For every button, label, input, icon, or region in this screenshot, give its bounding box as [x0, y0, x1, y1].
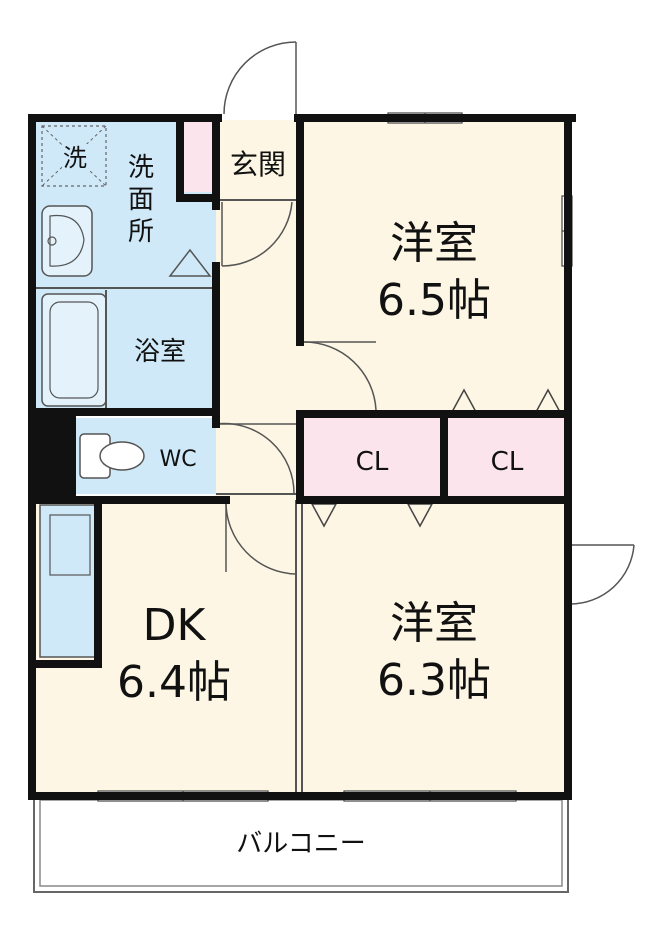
western-room-2-floor [302, 500, 566, 796]
storage-triangle [168, 248, 212, 277]
washroom-label: 洗面所 [128, 153, 154, 247]
entrance-label: 玄関 [230, 148, 286, 181]
kitchen-counter [39, 504, 99, 658]
western-room-1-name: 洋室 [390, 218, 478, 269]
shoe-box [184, 122, 214, 192]
dk-name: DK [143, 600, 207, 651]
western-room-1-size: 6.5帖 [377, 275, 491, 326]
entrance-floor [214, 120, 302, 200]
washbasin [41, 205, 93, 277]
closet-1-floor [302, 418, 442, 498]
balcony-label: バルコニー [236, 829, 365, 859]
bathtub [41, 293, 107, 407]
toilet [79, 433, 145, 479]
door-swings [215, 41, 635, 605]
dk-size: 6.4帖 [117, 657, 231, 708]
closet-2-label: CL [491, 447, 524, 477]
washer-label: 洗 [63, 144, 87, 172]
closet-1-label: CL [356, 447, 389, 477]
hallway-floor [214, 200, 302, 500]
bath-label: 浴室 [134, 337, 186, 367]
balcony: バルコニー [33, 795, 569, 893]
wc-label: WC [159, 447, 196, 472]
western-room-1-floor [302, 120, 566, 415]
kitchen-sink [49, 514, 91, 576]
structural-column [32, 412, 76, 500]
western-room-2-size: 6.3帖 [377, 655, 491, 706]
washing-machine-space [41, 125, 107, 187]
partitions [36, 199, 303, 796]
closet-2-floor [448, 418, 566, 498]
western-room-2-name: 洋室 [390, 598, 478, 649]
